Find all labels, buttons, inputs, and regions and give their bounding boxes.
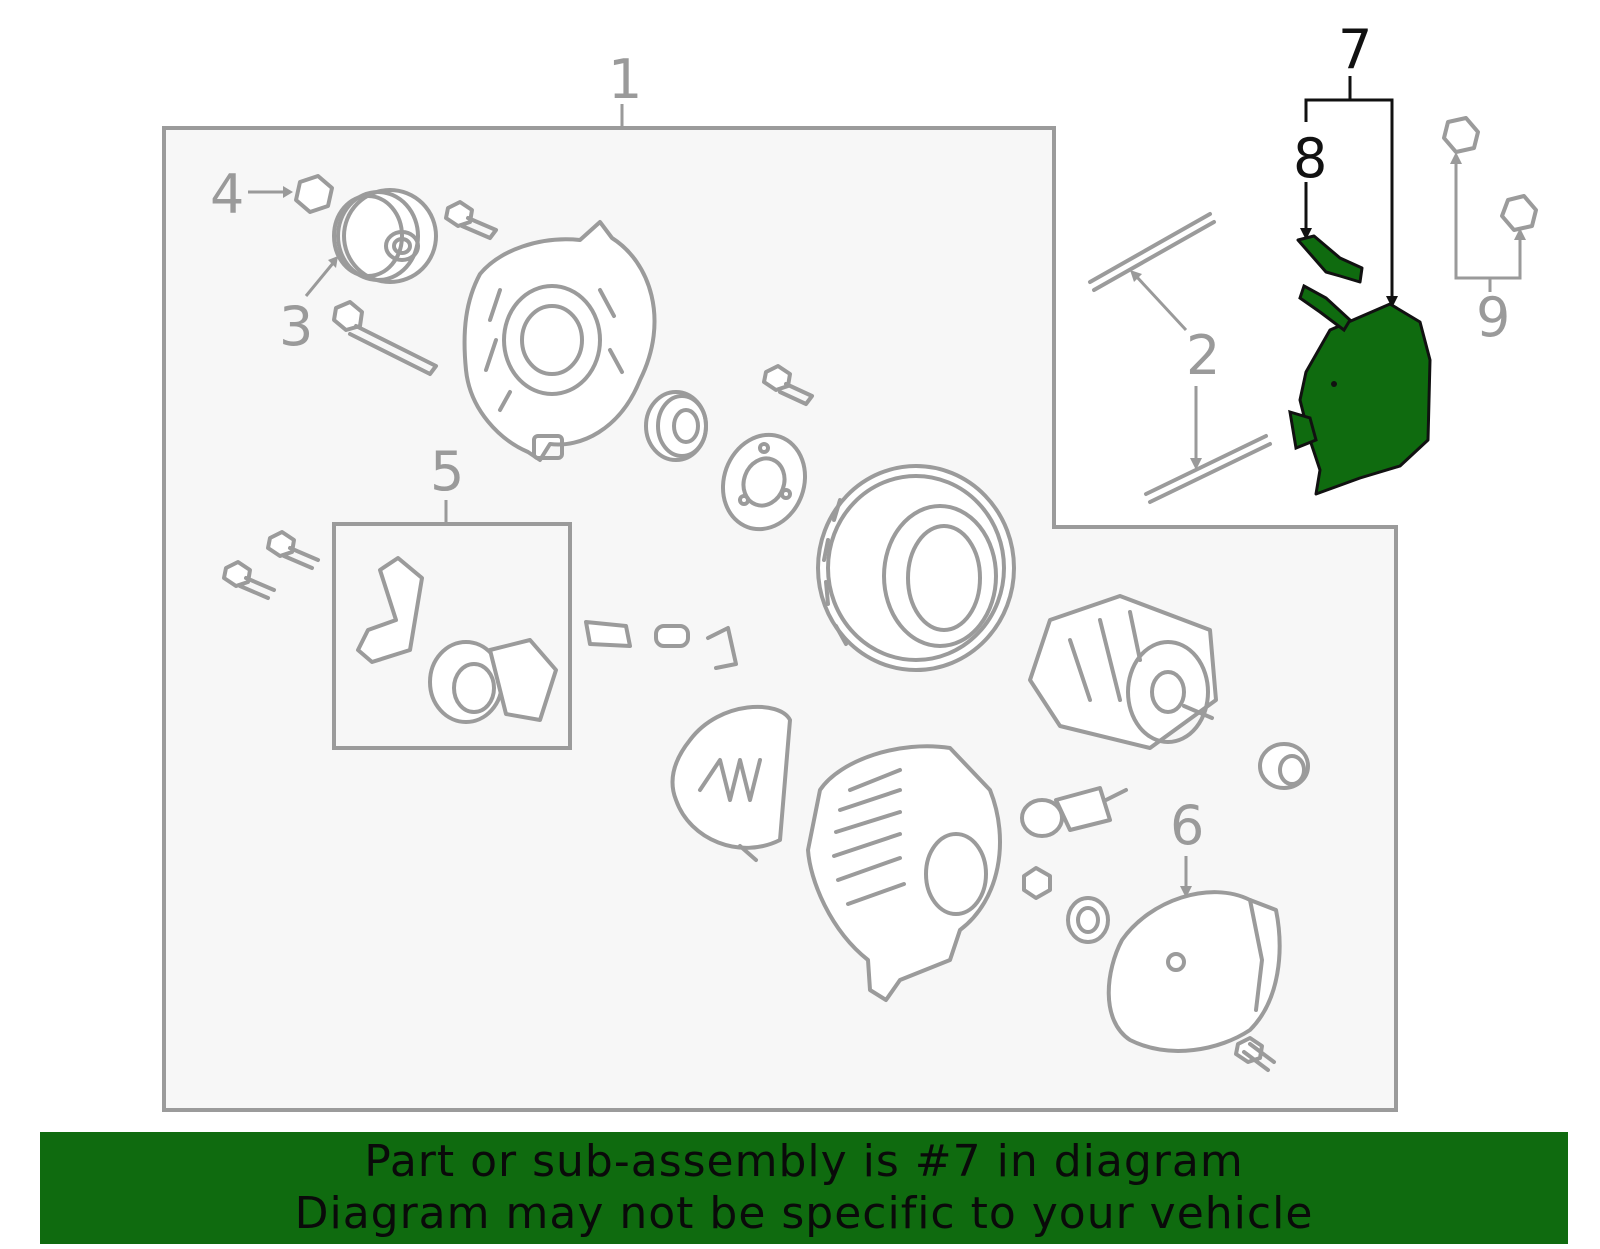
bolt-lower — [1234, 1036, 1276, 1072]
clip-part-8[interactable] — [1296, 182, 1364, 284]
highlighted-part-7[interactable] — [1288, 76, 1432, 496]
through-bolts-part-2 — [1088, 212, 1272, 504]
bushing — [1258, 742, 1310, 790]
callout-4[interactable]: 4 — [210, 163, 244, 226]
notice-banner: Part or sub-assembly is #7 in diagram Di… — [40, 1132, 1568, 1244]
rear-cover-part-6 — [1106, 856, 1282, 1053]
callout-2[interactable]: 2 — [1186, 324, 1220, 387]
bolt-middle — [762, 364, 814, 406]
bearing — [644, 390, 708, 462]
rotor — [1028, 594, 1218, 750]
callout-5[interactable]: 5 — [430, 440, 464, 503]
washer — [1066, 896, 1110, 944]
callout-7[interactable]: 7 — [1338, 18, 1372, 81]
callout-8[interactable]: 8 — [1293, 127, 1327, 190]
rear-housing — [806, 744, 1002, 1002]
callout-6[interactable]: 6 — [1170, 794, 1204, 857]
callout-9[interactable]: 9 — [1476, 286, 1510, 349]
bolt-long — [332, 300, 438, 376]
nuts-part-9 — [1442, 116, 1538, 292]
callout-1[interactable]: 1 — [608, 48, 642, 111]
nut-small — [1022, 866, 1052, 900]
banner-line-2: Diagram may not be specific to your vehi… — [294, 1188, 1314, 1239]
sub-assembly-part-5 — [332, 500, 572, 750]
pulley-part-3 — [304, 188, 438, 297]
stator — [816, 464, 1016, 672]
nut-part-4 — [248, 174, 334, 214]
callout-3[interactable]: 3 — [279, 295, 313, 358]
front-housing — [462, 220, 657, 462]
bolts-left — [222, 530, 320, 600]
bolt-upper-1 — [444, 200, 498, 240]
small-parts — [584, 620, 738, 670]
retainer-plate — [720, 432, 808, 532]
rectifier — [670, 704, 792, 862]
banner-line-1: Part or sub-assembly is #7 in diagram — [364, 1136, 1244, 1187]
regulator-bracket — [1020, 786, 1128, 838]
